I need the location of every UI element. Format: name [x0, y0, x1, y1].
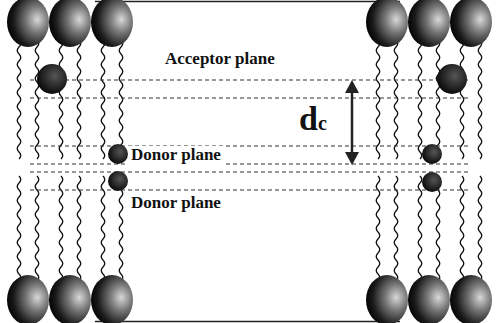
- lipid-head: [450, 0, 492, 47]
- acceptor-ball: [437, 64, 467, 94]
- lipid-tail: [35, 176, 39, 281]
- distance-arrow: [345, 80, 359, 165]
- dashed-line: [30, 189, 470, 190]
- acceptor-ball: [37, 64, 67, 94]
- lipid-tail: [418, 176, 422, 281]
- acceptor-plane-label: Acceptor plane: [162, 50, 278, 69]
- lipid-head: [91, 0, 133, 47]
- dashed-line: [30, 163, 470, 164]
- dashed-line: [30, 171, 470, 172]
- dashed-line: [30, 145, 470, 146]
- lipid-head: [408, 275, 450, 323]
- lipid-head: [408, 0, 450, 47]
- lipid-head: [366, 0, 408, 47]
- bottom-edge: [95, 321, 400, 323]
- donor-ball: [422, 172, 442, 192]
- lipid-head: [7, 0, 49, 47]
- lipid-head: [366, 275, 408, 323]
- donor-ball: [108, 144, 128, 164]
- distance-label: dc: [296, 100, 330, 137]
- lipid-tails: [17, 40, 482, 281]
- probes: [37, 64, 467, 192]
- lipid-tail: [101, 176, 105, 281]
- lipid-tail: [35, 40, 39, 159]
- lipid-head: [450, 275, 492, 323]
- lipid-tail: [376, 40, 380, 159]
- lipid-head: [7, 275, 49, 323]
- lipid-tail: [376, 176, 380, 281]
- lipid-tail: [394, 40, 398, 159]
- lipid-tail: [478, 40, 482, 159]
- lipid-tail: [119, 176, 123, 281]
- lipid-tail: [17, 40, 21, 159]
- dashed-line: [30, 79, 470, 80]
- lipid-tail: [436, 176, 440, 281]
- lipid-tail: [436, 40, 440, 159]
- donor-plane-label: Donor plane: [128, 146, 224, 165]
- donor-ball: [422, 144, 442, 164]
- lipid-heads: [7, 0, 492, 323]
- lipid-tail: [460, 40, 464, 159]
- lipid-tail: [59, 176, 63, 281]
- lipid-tail: [77, 40, 81, 159]
- lipid-tail: [77, 176, 81, 281]
- arrow-head: [345, 152, 359, 165]
- lipid-tail: [17, 176, 21, 281]
- lipid-tail: [101, 40, 105, 159]
- dashed-line: [30, 97, 470, 98]
- donor-plane-label: Donor plane: [128, 194, 224, 213]
- lipid-tail: [478, 176, 482, 281]
- lipid-head: [91, 275, 133, 323]
- arrow-head: [345, 80, 359, 93]
- lipid-tail: [418, 40, 422, 159]
- lipid-tail: [59, 40, 63, 159]
- lipid-tail: [119, 40, 123, 159]
- lipid-tail: [394, 176, 398, 281]
- donor-ball: [108, 171, 128, 191]
- plane-lines: [30, 80, 470, 190]
- lipid-head: [49, 0, 91, 47]
- arrow-shaft: [351, 90, 354, 156]
- lipid-tail: [460, 176, 464, 281]
- lipid-head: [49, 275, 91, 323]
- top-edge: [95, 1, 400, 3]
